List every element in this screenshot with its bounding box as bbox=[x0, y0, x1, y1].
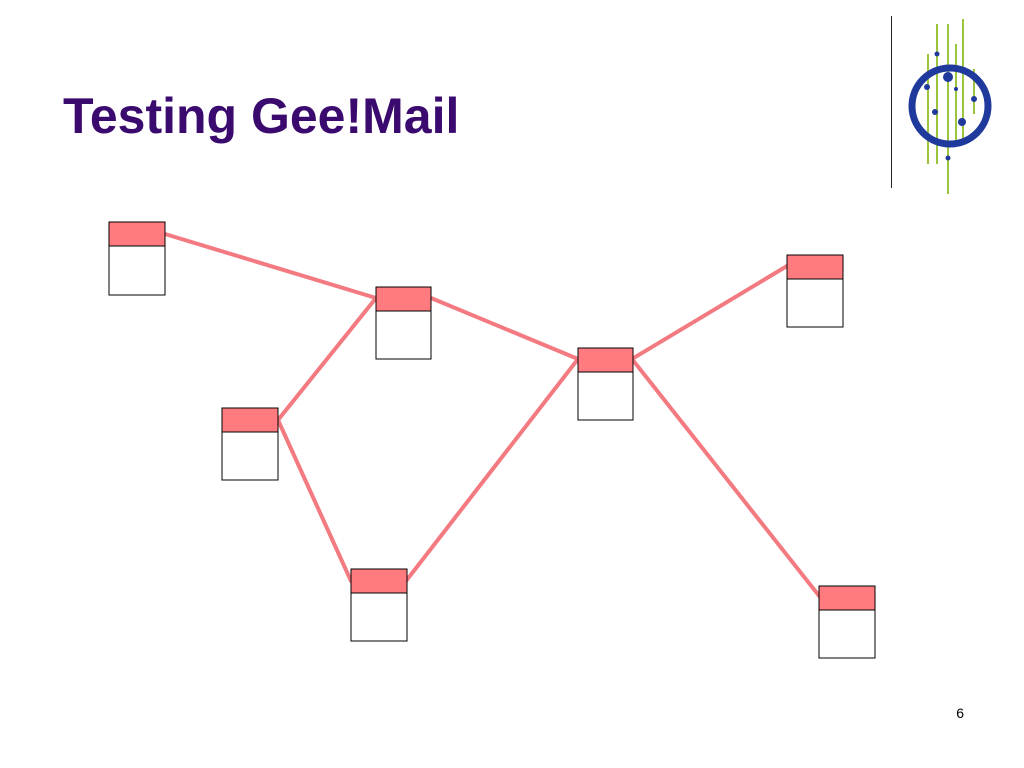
node bbox=[350, 568, 408, 642]
node-header bbox=[350, 568, 408, 594]
edge bbox=[276, 296, 378, 422]
edge bbox=[163, 232, 378, 300]
node bbox=[375, 286, 432, 360]
page-number: 6 bbox=[956, 705, 964, 721]
edge bbox=[404, 357, 580, 583]
node-header bbox=[221, 407, 279, 433]
edge bbox=[630, 357, 822, 599]
node-header bbox=[375, 286, 432, 312]
node bbox=[221, 407, 279, 481]
node bbox=[818, 585, 876, 659]
slide-title: Testing Gee!Mail bbox=[63, 88, 460, 144]
edge bbox=[276, 418, 353, 583]
edges bbox=[163, 232, 822, 599]
node-header bbox=[577, 347, 634, 373]
header-divider bbox=[891, 16, 892, 188]
edge bbox=[630, 264, 789, 361]
edge bbox=[429, 296, 580, 361]
node-header bbox=[818, 585, 876, 611]
node bbox=[577, 347, 634, 421]
node-header bbox=[108, 221, 166, 247]
node-header bbox=[786, 254, 844, 280]
node bbox=[108, 221, 166, 296]
node bbox=[786, 254, 844, 328]
circuit-circle-logo-icon bbox=[908, 19, 992, 194]
